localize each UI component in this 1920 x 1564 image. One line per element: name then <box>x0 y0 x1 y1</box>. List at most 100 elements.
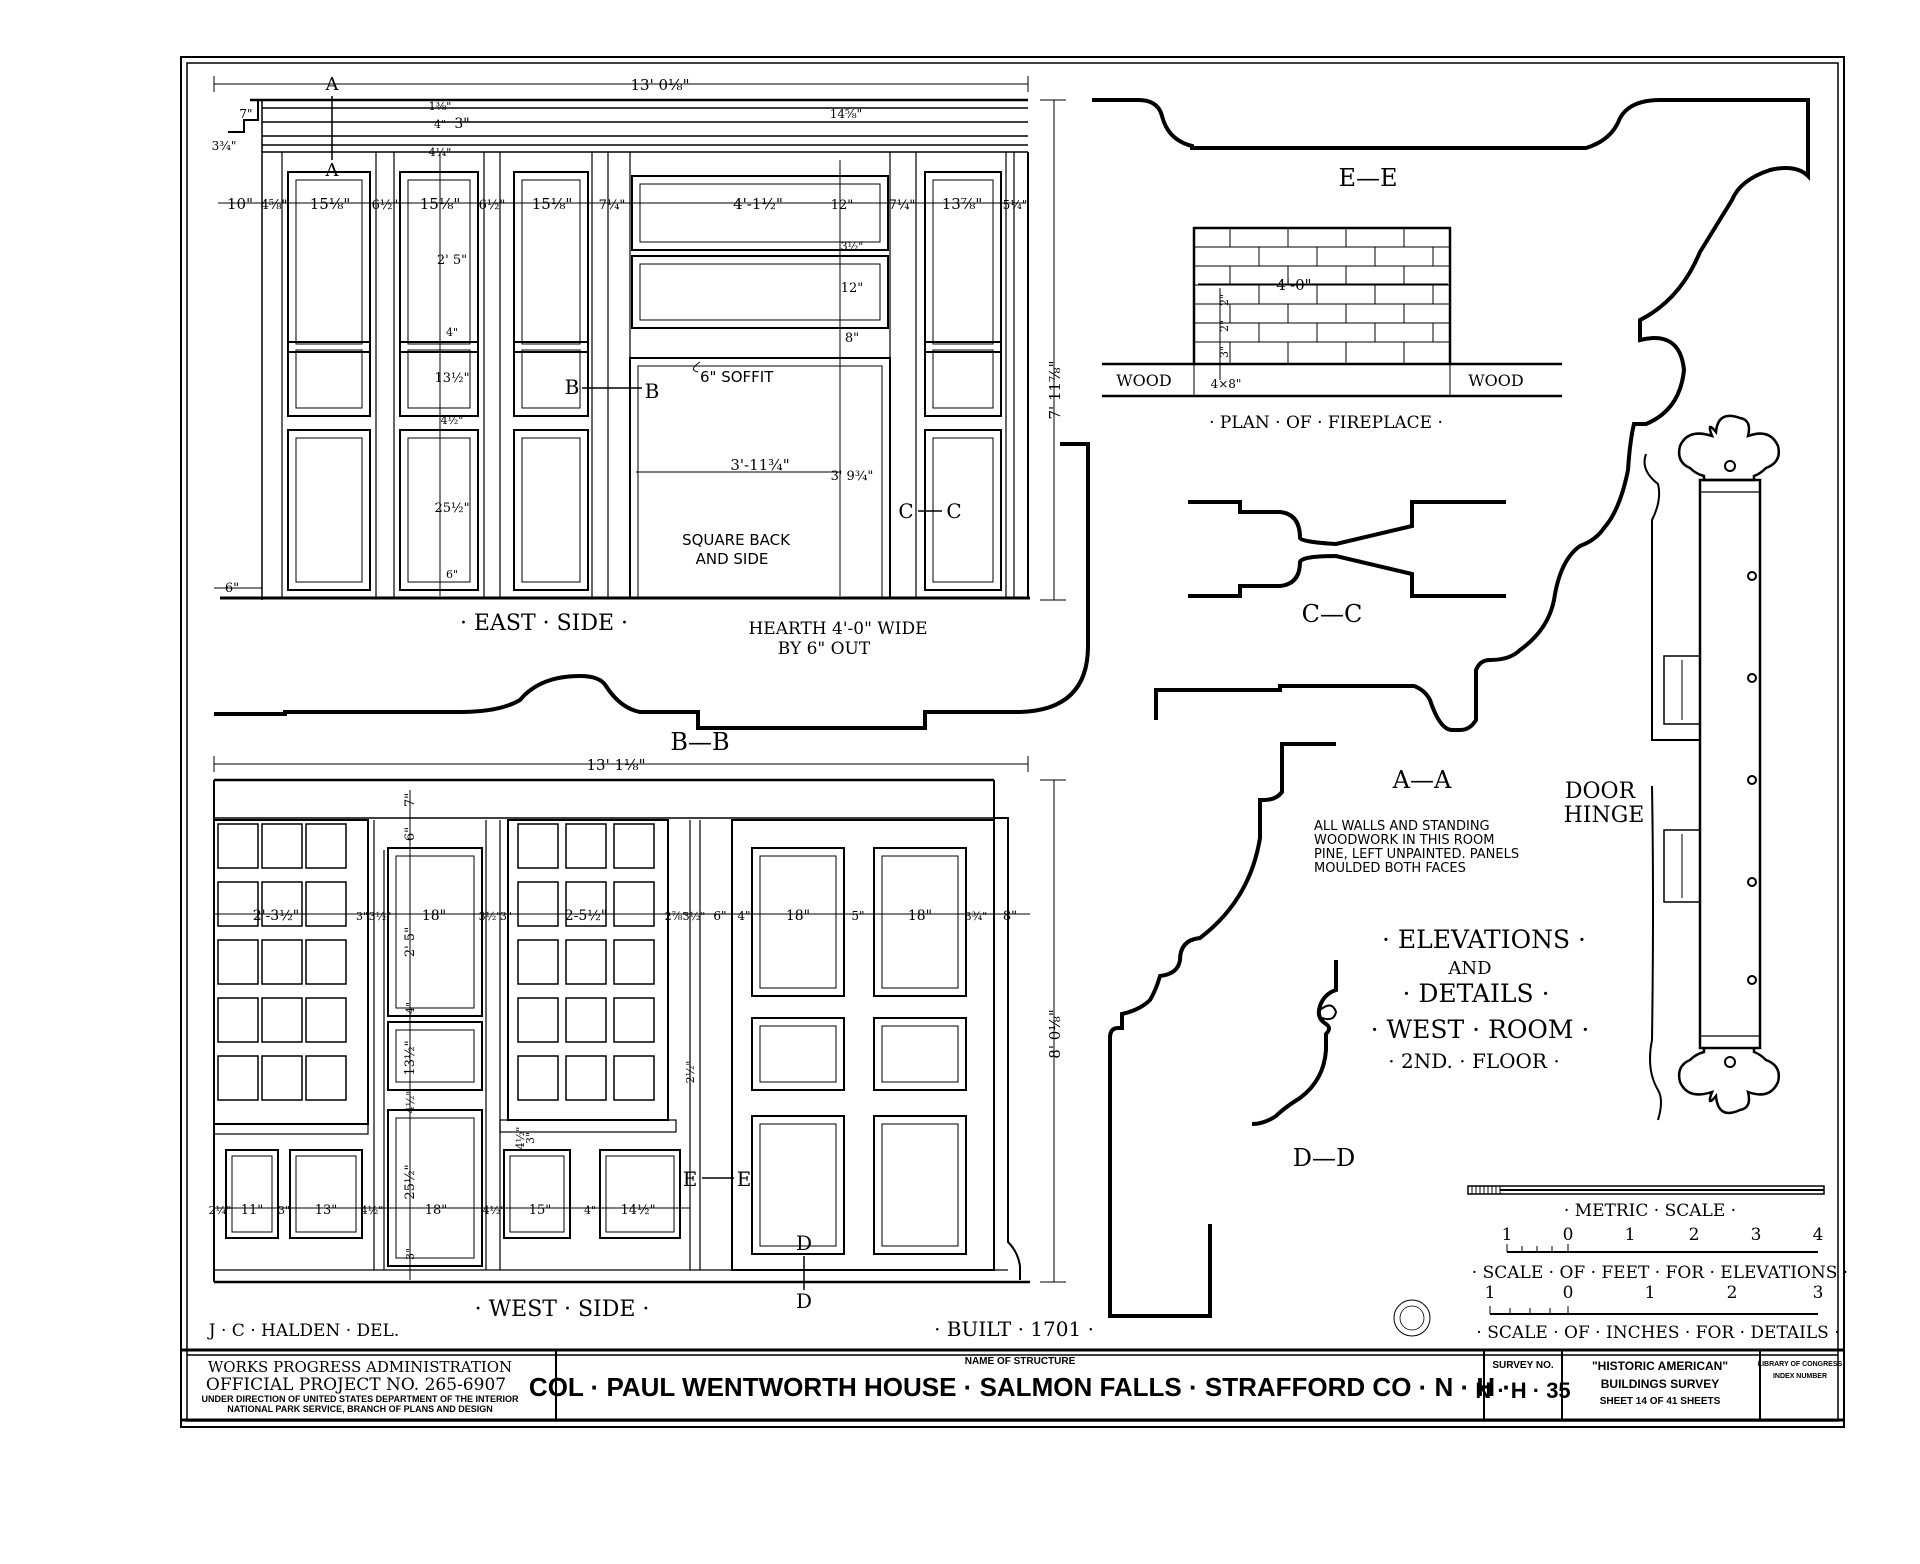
fireplace-dim-2: 2" <box>1218 320 1231 332</box>
west-lower-dim-8: 15" <box>529 1203 552 1218</box>
east-vert-dim-4: 4½" <box>441 414 464 427</box>
hinge-label-1: DOOR <box>1565 779 1637 804</box>
west-lower-dim-1: 2¼" <box>209 1204 232 1217</box>
structure-caption: NAME OF STRUCTURE <box>965 1356 1076 1367</box>
east-fireplace-width: 3'-11¾" <box>730 456 789 474</box>
drawing-title-line-3: · DETAILS · <box>1402 979 1549 1008</box>
drawing-title: · ELEVATIONS · AND · DETAILS · · WEST · … <box>1371 925 1590 1073</box>
east-row-dim-4: 6½" <box>372 198 399 213</box>
east-row-dim-9: 4'-1½" <box>733 195 783 213</box>
feet-tick-1: 1 <box>1502 1225 1513 1245</box>
structure-name: COL · PAUL WENTWORTH HOUSE · SALMON FALL… <box>529 1372 1511 1402</box>
west-row-dim-13: 5" <box>851 909 864 923</box>
west-top-dim-1: 7" <box>403 793 418 807</box>
west-overall-width: 13' 1⅛" <box>587 756 646 774</box>
east-left-dim-1: 3¾" <box>212 139 237 153</box>
west-lower-dim-2: 11" <box>241 1203 264 1218</box>
outer-border <box>180 56 1845 1428</box>
west-row-dim-5: 3½" <box>479 910 502 923</box>
west-lower-dim-9: 4" <box>584 1204 596 1217</box>
survey-caption: SURVEY NO. <box>1492 1360 1554 1371</box>
west-vert-dim-8: 4½" <box>514 1127 527 1150</box>
drawing-title-line-5: · 2ND. · FLOOR · <box>1388 1049 1559 1073</box>
inch-tick-2: 0 <box>1563 1283 1574 1303</box>
fireplace-plan: WOOD WOOD 4'-0" 2" 2" 3" 4×8" · PLAN · O… <box>1102 226 1562 433</box>
west-section-d-top: D <box>796 1231 812 1255</box>
inch-tick-1: 1 <box>1485 1283 1496 1303</box>
wpa-line-2: OFFICIAL PROJECT NO. 265-6907 <box>206 1375 506 1395</box>
west-lower-dim-5: 4½" <box>361 1204 384 1217</box>
section-dd-profile: D—D <box>1251 960 1355 1172</box>
east-row-dim-3: 15⅛" <box>310 195 351 213</box>
wall-note-line-4: MOULDED BOTH FACES <box>1314 861 1466 876</box>
east-side-elevation: 13' 0⅛" A A 3¾" 7" 1⅜" 4" 3" 4¼" 14⅝" <box>212 74 1066 659</box>
west-section-e-left: E <box>683 1167 698 1191</box>
west-row-dim-12: 18" <box>786 908 810 924</box>
west-vert-dim-2: 4" <box>404 1002 417 1014</box>
east-row-dim-8: 7¼" <box>599 198 626 213</box>
east-section-mark-a-bottom: A <box>325 160 340 181</box>
west-row-dim-4: 18" <box>422 908 446 924</box>
east-row-dim-1: 10" <box>227 195 253 213</box>
section-aa-profile: A—A <box>1108 742 1452 1318</box>
west-lower-dim-4: 13" <box>315 1203 338 1218</box>
drawing-title-line-4: · WEST · ROOM · <box>1371 1015 1590 1044</box>
inch-scale-label: · SCALE · OF · INCHES · FOR · DETAILS · <box>1476 1323 1839 1343</box>
east-vert-dim-1: 2' 5" <box>437 253 467 268</box>
feet-scale-label: · SCALE · OF · FEET · FOR · ELEVATIONS · <box>1472 1263 1848 1283</box>
east-overall-width: 13' 0⅛" <box>631 76 690 94</box>
inch-tick-4: 2 <box>1727 1283 1738 1303</box>
door-hinge-detail: DOOR HINGE <box>1564 414 1780 1121</box>
west-vert-dim-6: 3" <box>404 1248 417 1260</box>
section-dd-label: D—D <box>1293 1144 1355 1172</box>
east-row-dim-12: 13⅞" <box>942 195 983 213</box>
wpa-line-3: UNDER DIRECTION OF UNITED STATES DEPARTM… <box>202 1394 520 1404</box>
west-row-dim-10: 6" <box>713 909 726 923</box>
west-row-dim-16: 8" <box>1003 909 1017 924</box>
built-date: · BUILT · 1701 · <box>934 1317 1094 1341</box>
hinge-label-2: HINGE <box>1564 803 1645 828</box>
east-vert-dim-9: 8" <box>845 331 859 346</box>
west-row-dim-15: 3¾" <box>965 910 988 923</box>
library-stamp <box>1393 1299 1431 1337</box>
west-row-dim-11: 4" <box>737 909 750 923</box>
east-vert-dim-2: 4" <box>446 326 458 339</box>
habs-line-3: SHEET 14 OF 41 SHEETS <box>1600 1396 1721 1407</box>
fireplace-dim-1: 2" <box>1218 294 1231 306</box>
feet-tick-5: 3 <box>1751 1225 1762 1245</box>
inch-tick-5: 3 <box>1813 1283 1824 1303</box>
east-height-dim: 7' 11⅞" <box>1046 361 1064 420</box>
east-left-dim-2: 7" <box>239 107 252 121</box>
drawing-title-line-1: · ELEVATIONS · <box>1382 925 1586 954</box>
west-row-dim-14: 18" <box>908 908 932 924</box>
west-row-dim-6: 3" <box>500 910 512 923</box>
west-row-dim-3: 3½" <box>369 910 392 923</box>
section-cc-profile: C—C <box>1188 500 1506 628</box>
habs-line-2: BUILDINGS SURVEY <box>1601 1377 1719 1391</box>
loc-line-2: INDEX NUMBER <box>1773 1373 1827 1380</box>
loc-line-1: LIBRARY OF CONGRESS <box>1758 1361 1843 1368</box>
east-row-dim-10: 12" <box>831 198 854 213</box>
east-square-back-2: AND SIDE <box>696 550 769 568</box>
east-section-b-right: B <box>645 379 660 403</box>
east-soffit-label: 6" SOFFIT <box>700 368 774 386</box>
west-lower-dim-6: 18" <box>425 1203 448 1218</box>
east-vert-dim-7: 3½" <box>841 240 864 253</box>
east-square-back-1: SQUARE BACK <box>682 531 791 549</box>
fireplace-dim-4: 4×8" <box>1211 377 1242 391</box>
east-section-c-right: C <box>946 499 961 523</box>
fireplace-wood-right: WOOD <box>1468 371 1524 390</box>
west-row-dim-7: 2-5½" <box>565 908 608 924</box>
scale-bars: · METRIC · SCALE · 1 0 1 2 3 4 · SCALE ·… <box>1467 1185 1848 1343</box>
east-section-mark-a-top: A <box>325 74 340 95</box>
east-cornice-dim-2: 4" <box>434 118 446 131</box>
drawing-title-line-2: AND <box>1447 958 1491 979</box>
east-row-dim-13: 5¼" <box>1003 198 1028 212</box>
east-cornice-dim-5: 14⅝" <box>830 107 862 121</box>
hearth-note-2: BY 6" OUT <box>778 639 871 659</box>
fireplace-wood-left: WOOD <box>1116 371 1172 390</box>
west-vert-dim-1: 2' 5" <box>403 927 418 957</box>
fireplace-width: 4'-0" <box>1276 276 1311 294</box>
inch-tick-3: 1 <box>1645 1283 1656 1303</box>
